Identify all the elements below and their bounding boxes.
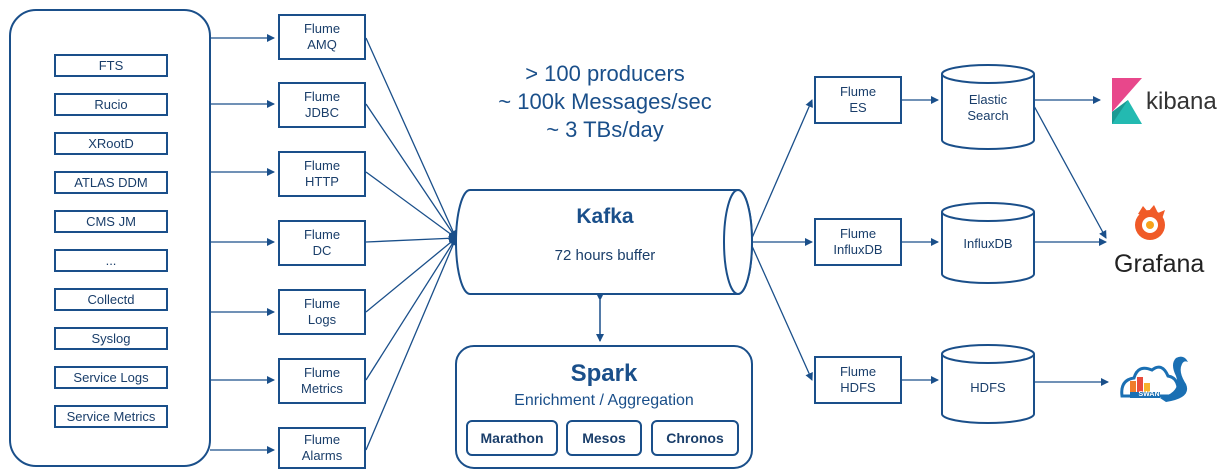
grafana-label: Grafana <box>1114 250 1205 278</box>
kibana-logo-icon <box>1112 78 1142 124</box>
swan-logo-icon <box>1120 356 1188 402</box>
store-label-line: InfluxDB <box>963 236 1013 251</box>
flume-label: Flume <box>303 296 341 311</box>
source-label: ATLAS DDM <box>74 175 148 190</box>
flume-label: Flume <box>303 432 341 447</box>
source-label: FTS <box>98 58 124 73</box>
kafka-to-flume-out-arrows <box>751 99 813 381</box>
flume-label: Flume <box>303 89 341 104</box>
spark-module-mesos: Mesos <box>566 420 642 456</box>
flume-to-kafka-arrows <box>365 37 457 451</box>
store-cylinder-hdfs <box>941 344 1035 424</box>
spark-subtitle: Enrichment / Aggregation <box>514 392 694 409</box>
store-label-elastic: Elastic Search <box>942 92 1034 124</box>
grafana-logo-icon <box>1135 205 1165 240</box>
flume-type: DC <box>312 243 332 258</box>
store-label-influxdb: InfluxDB <box>942 236 1034 252</box>
source-rucio: Rucio <box>54 93 168 116</box>
kafka-title: Kafka <box>576 205 634 228</box>
stat-producers: > 100 producers <box>525 61 685 86</box>
source-label: XRootD <box>88 136 134 151</box>
source-service-metrics: Service Metrics <box>54 405 168 428</box>
source-atlas-ddm: ATLAS DDM <box>54 171 168 194</box>
swan-label: SWAN <box>1138 391 1160 398</box>
source-label: Collectd <box>87 292 135 307</box>
store-to-tool-arrows <box>1033 96 1109 386</box>
module-label: Marathon <box>480 430 544 446</box>
source-label: Service Metrics <box>66 409 156 424</box>
flume-type: HDFS <box>840 380 876 395</box>
store-cylinder-influxdb <box>941 202 1035 284</box>
flume-label: Flume <box>303 365 341 380</box>
source-xrootd: XRootD <box>54 132 168 155</box>
source-syslog: Syslog <box>54 327 168 350</box>
sources-container <box>9 9 211 467</box>
flume-label: Flume <box>303 227 341 242</box>
store-label-hdfs: HDFS <box>942 380 1034 396</box>
flume-type: AMQ <box>307 37 337 52</box>
source-service-logs: Service Logs <box>54 366 168 389</box>
source-to-flume-arrows <box>210 34 275 454</box>
source-cms-jm: CMS JM <box>54 210 168 233</box>
flume-label: Flume <box>839 364 877 379</box>
flume-type: Alarms <box>301 448 343 463</box>
flume-label: Flume <box>839 226 877 241</box>
source-label: Rucio <box>94 97 128 112</box>
spark-title: Spark <box>570 360 638 387</box>
store-cylinder-elastic <box>941 64 1035 150</box>
kibana-label: kibana <box>1146 88 1217 115</box>
throughput-stats: > 100 producers ~ 100k Messages/sec ~ 3 … <box>470 60 740 144</box>
flume-type: Metrics <box>301 381 343 396</box>
source-label: Syslog <box>91 331 131 346</box>
spark-module-chronos: Chronos <box>651 420 739 456</box>
flume-to-store-arrows <box>902 96 939 384</box>
module-label: Chronos <box>666 430 724 446</box>
store-label-line: Elastic <box>968 92 1008 107</box>
stat-messages: ~ 100k Messages/sec <box>498 89 712 114</box>
store-label-line: HDFS <box>970 380 1006 395</box>
spark-module-marathon: Marathon <box>466 420 558 456</box>
flume-type: Logs <box>307 312 337 327</box>
kafka-subtitle: 72 hours buffer <box>554 247 656 264</box>
flume-label: Flume <box>839 84 877 99</box>
store-label-line: Search <box>967 108 1009 123</box>
flume-label: Flume <box>303 21 341 36</box>
source-ellipsis: ... <box>54 249 168 272</box>
flume-type: JDBC <box>305 105 339 120</box>
source-collectd: Collectd <box>54 288 168 311</box>
source-label: Service Logs <box>73 370 149 385</box>
flume-label: Flume <box>303 158 341 173</box>
flume-type: ES <box>849 100 867 115</box>
source-label: CMS JM <box>86 214 136 229</box>
stat-volume: ~ 3 TBs/day <box>546 117 664 142</box>
source-label: ... <box>105 253 117 268</box>
flume-type: InfluxDB <box>833 242 883 257</box>
module-label: Mesos <box>582 430 626 446</box>
flume-type: HTTP <box>305 174 339 189</box>
source-fts: FTS <box>54 54 168 77</box>
